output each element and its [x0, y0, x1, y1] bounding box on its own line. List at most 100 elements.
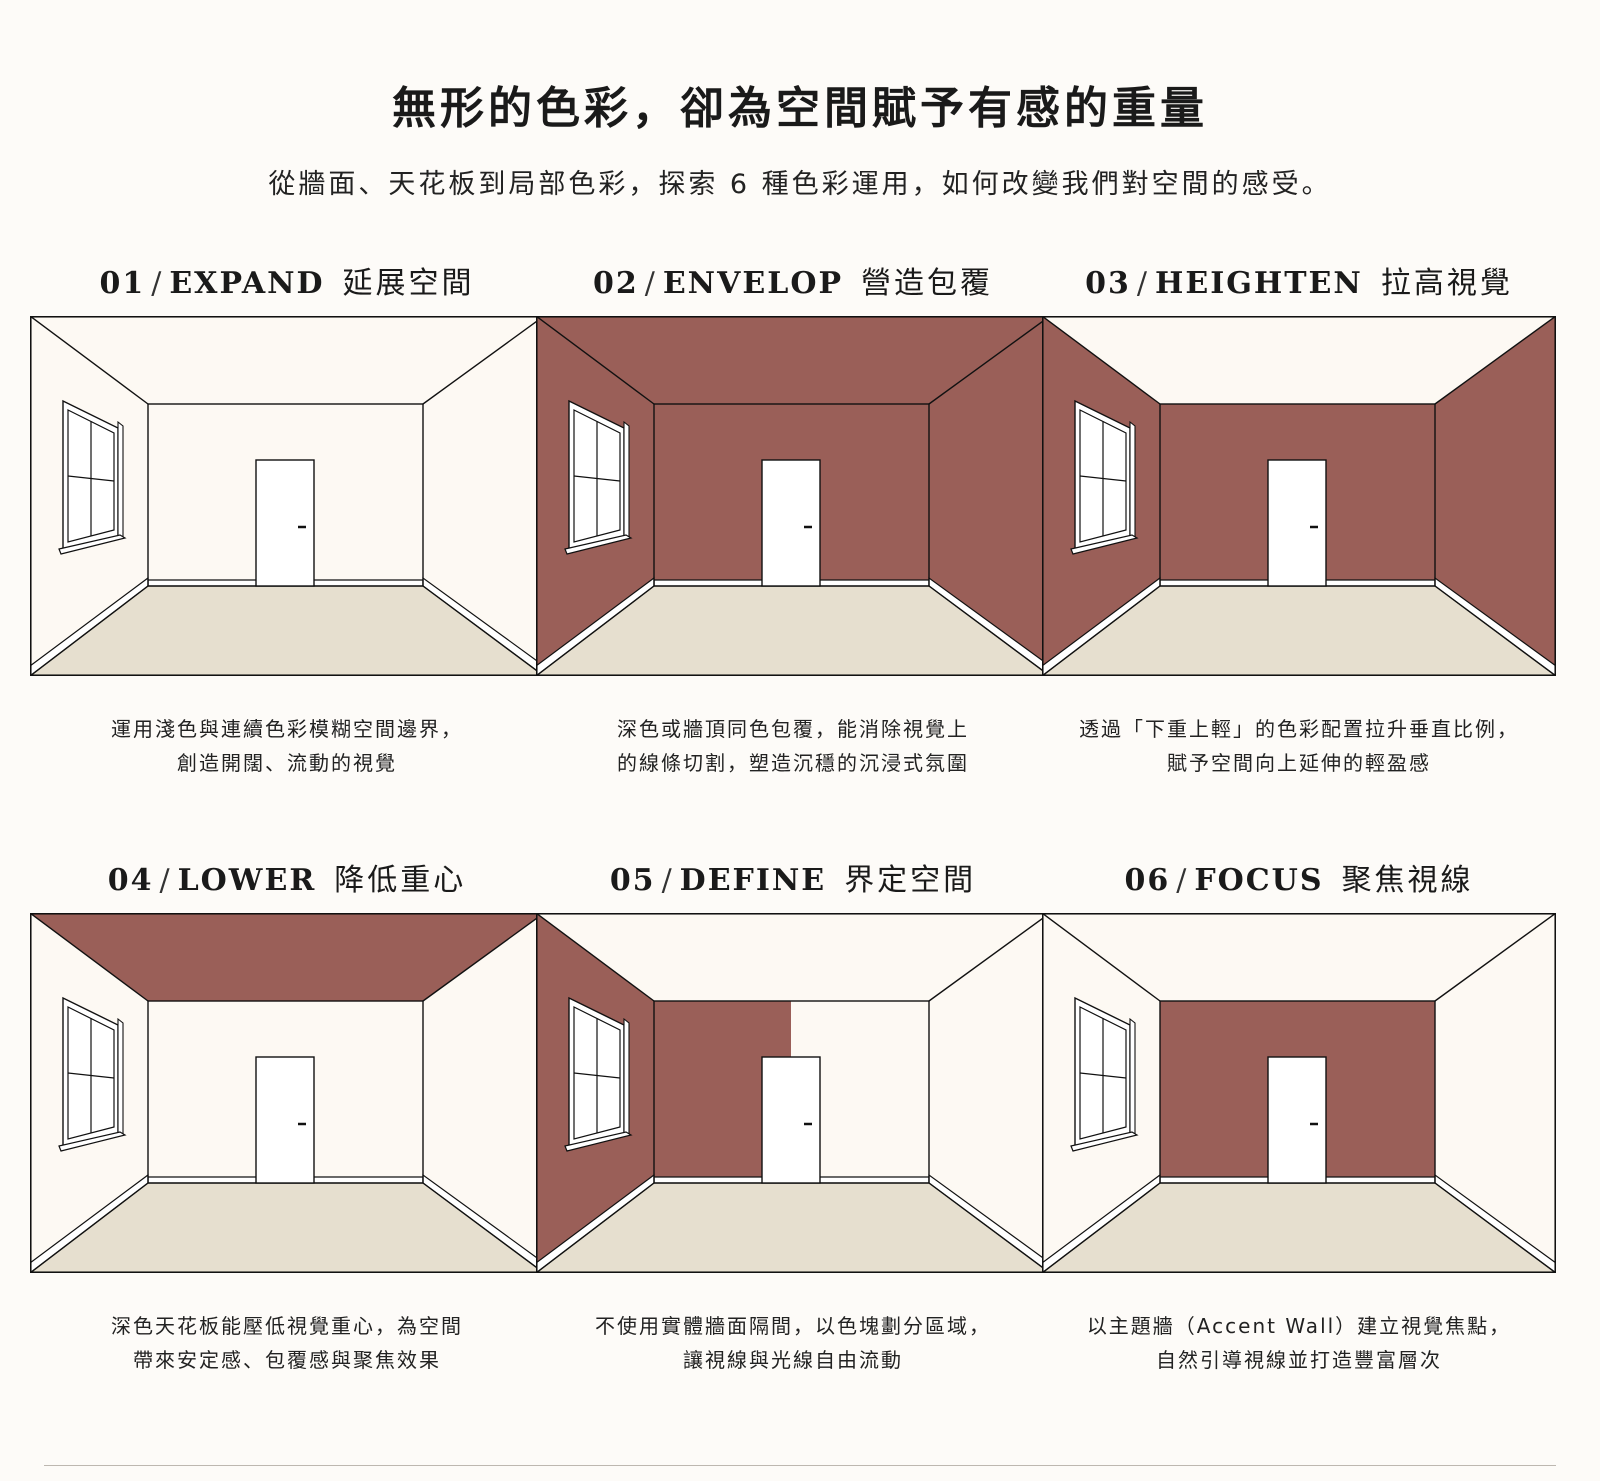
panel-number: 06 — [1124, 863, 1171, 898]
window-sill — [564, 1131, 633, 1152]
room-svg — [30, 316, 544, 676]
panel-caption: 透過「下重上輕」的色彩配置拉升垂直比例， 賦予空間向上延伸的輕盈感 — [1042, 712, 1556, 780]
right-wall — [929, 316, 1050, 676]
caption-line-2: 自然引導視線並打造豐富層次 — [1156, 1348, 1442, 1372]
panel-title-en: EXPAND — [169, 266, 325, 301]
window-mullion-h — [573, 475, 621, 482]
edge-top-right — [928, 913, 1050, 1002]
edge-top-left — [30, 913, 149, 1002]
window-jamb — [1129, 420, 1136, 539]
panel-slash: / — [644, 266, 657, 301]
caption-line-1: 運用淺色與連續色彩模糊空間邊界， — [111, 717, 463, 741]
edge-bottom-right — [422, 585, 544, 676]
panel-caption: 深色天花板能壓低視覺重心，為空間帶來安定感、包覆感與聚焦效果 — [30, 1309, 544, 1377]
ceiling — [30, 316, 544, 404]
right-wall — [1435, 316, 1556, 676]
window-sill — [1070, 534, 1139, 555]
edge-top-right — [422, 913, 544, 1002]
panel-number: 03 — [1085, 266, 1131, 301]
panel-number: 02 — [592, 266, 639, 301]
panel-number: 01 — [99, 266, 146, 301]
floor — [536, 586, 1050, 676]
edge-top-left — [30, 316, 149, 405]
room-illustration — [30, 913, 544, 1273]
edge-top-left — [1042, 913, 1161, 1002]
edge-top-right — [928, 316, 1050, 405]
right-wall — [423, 316, 544, 676]
floor — [30, 1183, 544, 1273]
door — [255, 1056, 315, 1184]
window-jamb — [117, 420, 124, 539]
panel-number: 04 — [107, 863, 154, 898]
edge-bottom-left — [30, 1182, 149, 1273]
floor — [30, 586, 544, 676]
edge-top-left — [1042, 316, 1161, 405]
edge-bottom-left — [536, 1182, 655, 1273]
door — [255, 459, 315, 587]
ceiling — [1042, 316, 1556, 404]
window-mullion-h — [1079, 475, 1127, 482]
window-mullion-h — [67, 475, 115, 482]
room-svg — [536, 913, 1050, 1273]
window-sill — [1070, 1131, 1139, 1152]
window-sill — [58, 1131, 127, 1152]
floor — [1042, 1183, 1556, 1273]
edge-bottom-right — [422, 1182, 544, 1273]
room-svg — [536, 316, 1050, 676]
edge-top-left — [536, 913, 655, 1002]
window-jamb — [623, 1017, 630, 1136]
panel-slash: / — [661, 863, 674, 898]
door — [761, 459, 821, 587]
edge-bottom-left — [1042, 1182, 1161, 1273]
window-jamb — [117, 1017, 124, 1136]
room-illustration — [30, 316, 544, 676]
caption-line-2: 的線條切割，塑造沉穩的沉浸式氛圍 — [617, 751, 969, 775]
room-svg — [1042, 316, 1556, 676]
panel-title-zh: 降低重心 — [334, 863, 467, 898]
edge-bottom-left — [1042, 585, 1161, 676]
caption-line-1: 不使用實體牆面隔間，以色塊劃分區域， — [595, 1314, 991, 1338]
edge-bottom-right — [1434, 1182, 1556, 1273]
room-edges — [536, 316, 1050, 676]
ceiling — [30, 913, 544, 1001]
panel-title-zh: 延展空間 — [342, 266, 475, 301]
floor — [1042, 586, 1556, 676]
room-edges — [1042, 913, 1556, 1273]
panel-title-en: HEIGHTEN — [1155, 266, 1363, 301]
panel-slash: / — [159, 863, 172, 898]
window-sill — [58, 534, 127, 555]
door — [761, 1056, 821, 1184]
panel-caption: 深色或牆頂同色包覆，能消除視覺上的線條切割，塑造沉穩的沉浸式氛圍 — [536, 712, 1050, 780]
panel-caption: 不使用實體牆面隔間，以色塊劃分區域， 讓視線與光線自由流動 — [536, 1309, 1050, 1377]
edge-bottom-right — [1434, 585, 1556, 676]
edge-top-right — [422, 316, 544, 405]
caption-line-2: 讓視線與光線自由流動 — [683, 1348, 903, 1372]
caption-line-1: 深色天花板能壓低視覺重心，為空間 — [111, 1314, 463, 1338]
right-wall — [1435, 913, 1556, 1273]
window-sill — [564, 534, 633, 555]
room-edges — [30, 913, 544, 1273]
window-mullion-h — [67, 1072, 115, 1079]
edge-bottom-right — [928, 1182, 1050, 1273]
panel-number: 05 — [609, 863, 656, 898]
door — [1267, 1056, 1327, 1184]
window-mullion-h — [1079, 1072, 1127, 1079]
room-illustration — [1042, 316, 1556, 676]
caption-line-1: 透過「下重上輕」的色彩配置拉升垂直比例， — [1079, 717, 1519, 741]
edge-top-right — [1434, 913, 1556, 1002]
caption-line-1: 深色或牆頂同色包覆，能消除視覺上 — [617, 717, 969, 741]
room-frame — [1042, 913, 1556, 1273]
panel-caption: 運用淺色與連續色彩模糊空間邊界， 創造開闊、流動的視覺 — [30, 712, 544, 780]
caption-line-2: 賦予空間向上延伸的輕盈感 — [1167, 751, 1431, 775]
edge-bottom-right — [928, 585, 1050, 676]
edge-bottom-left — [536, 585, 655, 676]
edge-top-right — [1434, 316, 1556, 405]
room-illustration — [536, 913, 1050, 1273]
caption-line-2: 創造開闊、流動的視覺 — [177, 751, 397, 775]
door — [1267, 459, 1327, 587]
ceiling — [536, 316, 1050, 404]
